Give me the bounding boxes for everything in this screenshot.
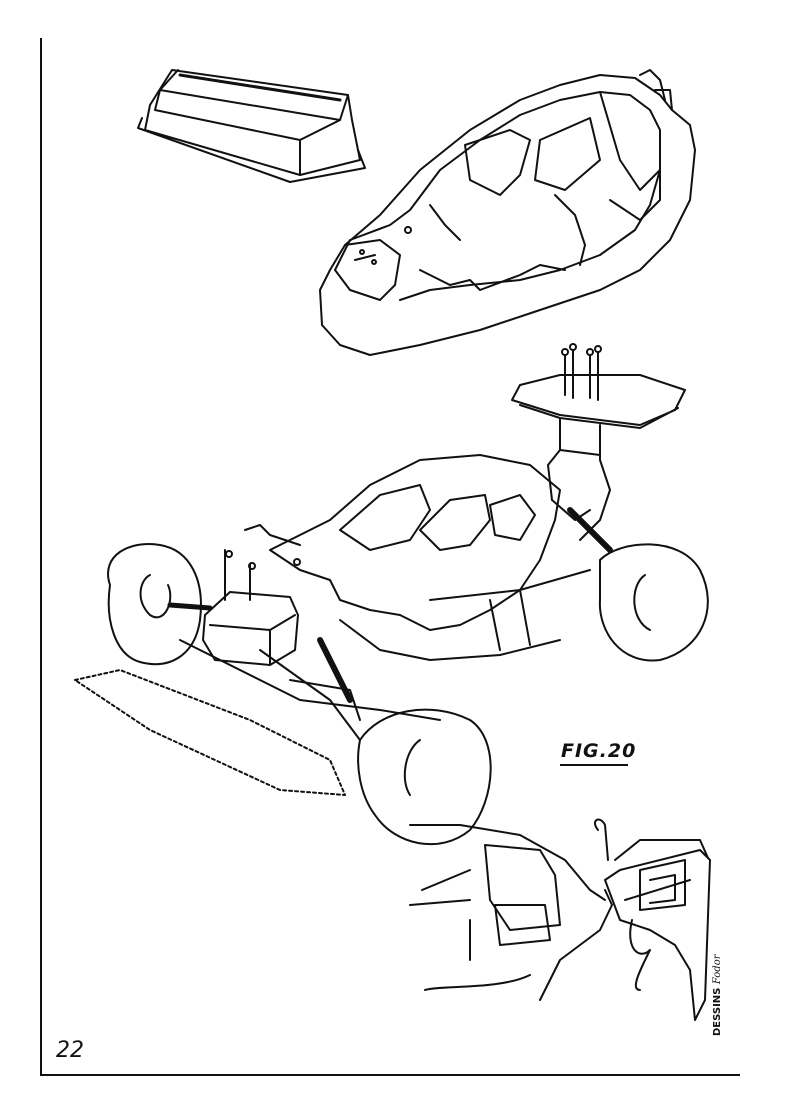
wing-insert-part [137, 69, 366, 183]
artist-signature: DESSINS Fodor [712, 955, 723, 1037]
page-frame-bottom [40, 1074, 740, 1076]
signature-author: Fodor [712, 954, 723, 985]
signature-prefix: DESSINS [712, 987, 723, 1036]
figure-label: FIG.20 [561, 740, 637, 762]
lexan-body-shell [319, 69, 696, 356]
page-number: 22 [56, 1038, 84, 1063]
figure-label-underline [560, 764, 628, 766]
detail-wing-mount-view [409, 818, 711, 1021]
buggy-assembly [74, 343, 709, 846]
page-frame-left [40, 38, 42, 1074]
